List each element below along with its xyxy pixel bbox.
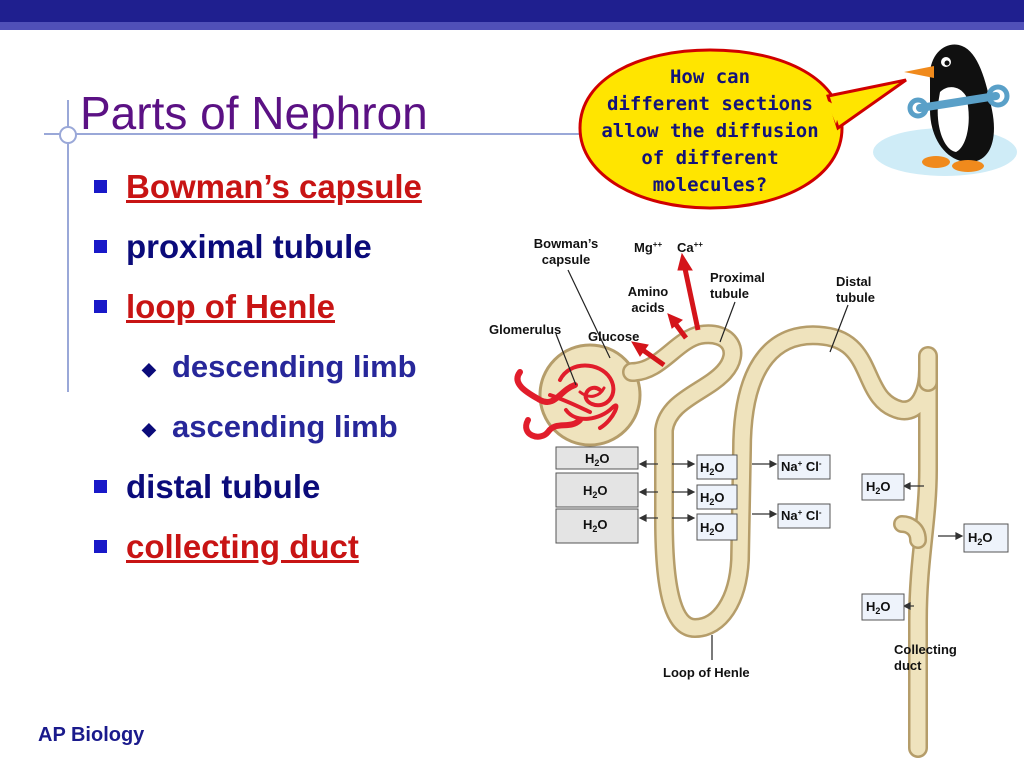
decorative-vertical-line <box>67 100 69 392</box>
h2o-box-label: H2O <box>866 599 891 616</box>
label-collecting-duct-line1: Collecting <box>894 642 957 657</box>
bullet-collecting-duct[interactable]: collecting duct <box>92 528 422 588</box>
nacl-box-label: Na+ Cl- <box>781 508 822 523</box>
label-bowmans-capsule-line2: capsule <box>542 252 590 267</box>
speech-bubble-line: How can <box>669 66 751 88</box>
label-collecting-duct-line2: duct <box>894 658 922 673</box>
label-proximal-tubule-line2: tubule <box>710 286 749 301</box>
h2o-box-label: H2O <box>700 520 725 537</box>
h2o-box-label: H2O <box>866 479 891 496</box>
label-bowmans-capsule-line1: Bowman’s <box>534 236 599 251</box>
glomerulus-vessels <box>514 363 619 440</box>
label-proximal-tubule-line1: Proximal <box>710 270 765 285</box>
label-glucose: Glucose <box>588 329 639 344</box>
h2o-box-label: H2O <box>700 460 725 477</box>
speech-bubble-line: different sections <box>607 93 813 115</box>
h2o-box-label: H2O <box>700 490 725 507</box>
label-distal-tubule-line2: tubule <box>836 290 875 305</box>
label-distal-tubule-line1: Distal <box>836 274 871 289</box>
top-banner <box>0 0 1024 22</box>
h2o-box-label: H2O <box>968 530 993 547</box>
subbullet-ascending-limb: ascending limb <box>92 408 422 468</box>
h2o-box-label: H2O <box>583 483 608 500</box>
top-banner-stripe <box>0 22 1024 30</box>
diagram-labels: Bowman’s capsule Glomerulus Glucose Amin… <box>489 236 957 680</box>
decorative-horizontal-line <box>44 133 584 135</box>
footer-course-name: AP Biology <box>38 724 145 746</box>
speech-bubble-line: of different <box>641 147 779 169</box>
speech-bubble <box>578 48 907 210</box>
speech-bubble-line: molecules? <box>652 174 768 196</box>
speech-bubble-line: allow the diffusion <box>601 120 819 142</box>
reabsorption-arrows <box>631 252 701 368</box>
slide-title: Parts of Nephron <box>80 87 428 139</box>
label-loop-of-henle: Loop of Henle <box>663 665 750 680</box>
decorative-crosshair-circle <box>59 126 77 144</box>
h2o-box-label: H2O <box>583 517 608 534</box>
subbullet-descending-limb: descending limb <box>92 348 422 408</box>
label-amino-acids-line1: Amino <box>628 284 669 299</box>
box-labels: H2O H2O H2O H2O H2O H2O Na+ Cl- Na+ Cl- … <box>583 451 993 616</box>
bullet-list: Bowman’s capsule proximal tubule loop of… <box>92 168 422 588</box>
nacl-box-label: Na+ Cl- <box>781 459 822 474</box>
label-ca-ion: Ca++ <box>677 240 703 255</box>
penguin-mascot-icon <box>873 44 1017 176</box>
label-amino-acids-line2: acids <box>631 300 664 315</box>
label-mg-ion: Mg++ <box>634 240 662 255</box>
speech-bubble-text: How can different sections allow the dif… <box>586 64 834 199</box>
interstitial-boxes <box>555 446 1009 621</box>
bullet-proximal-tubule: proximal tubule <box>92 228 422 288</box>
label-leader-lines <box>555 269 849 660</box>
water-arrows <box>638 460 964 610</box>
bullet-loop-of-henle[interactable]: loop of Henle <box>92 288 422 348</box>
h2o-box-label: H2O <box>585 451 610 468</box>
bullet-distal-tubule: distal tubule <box>92 468 422 528</box>
label-glomerulus: Glomerulus <box>489 322 561 337</box>
bullet-bowmans-capsule[interactable]: Bowman’s capsule <box>92 168 422 228</box>
